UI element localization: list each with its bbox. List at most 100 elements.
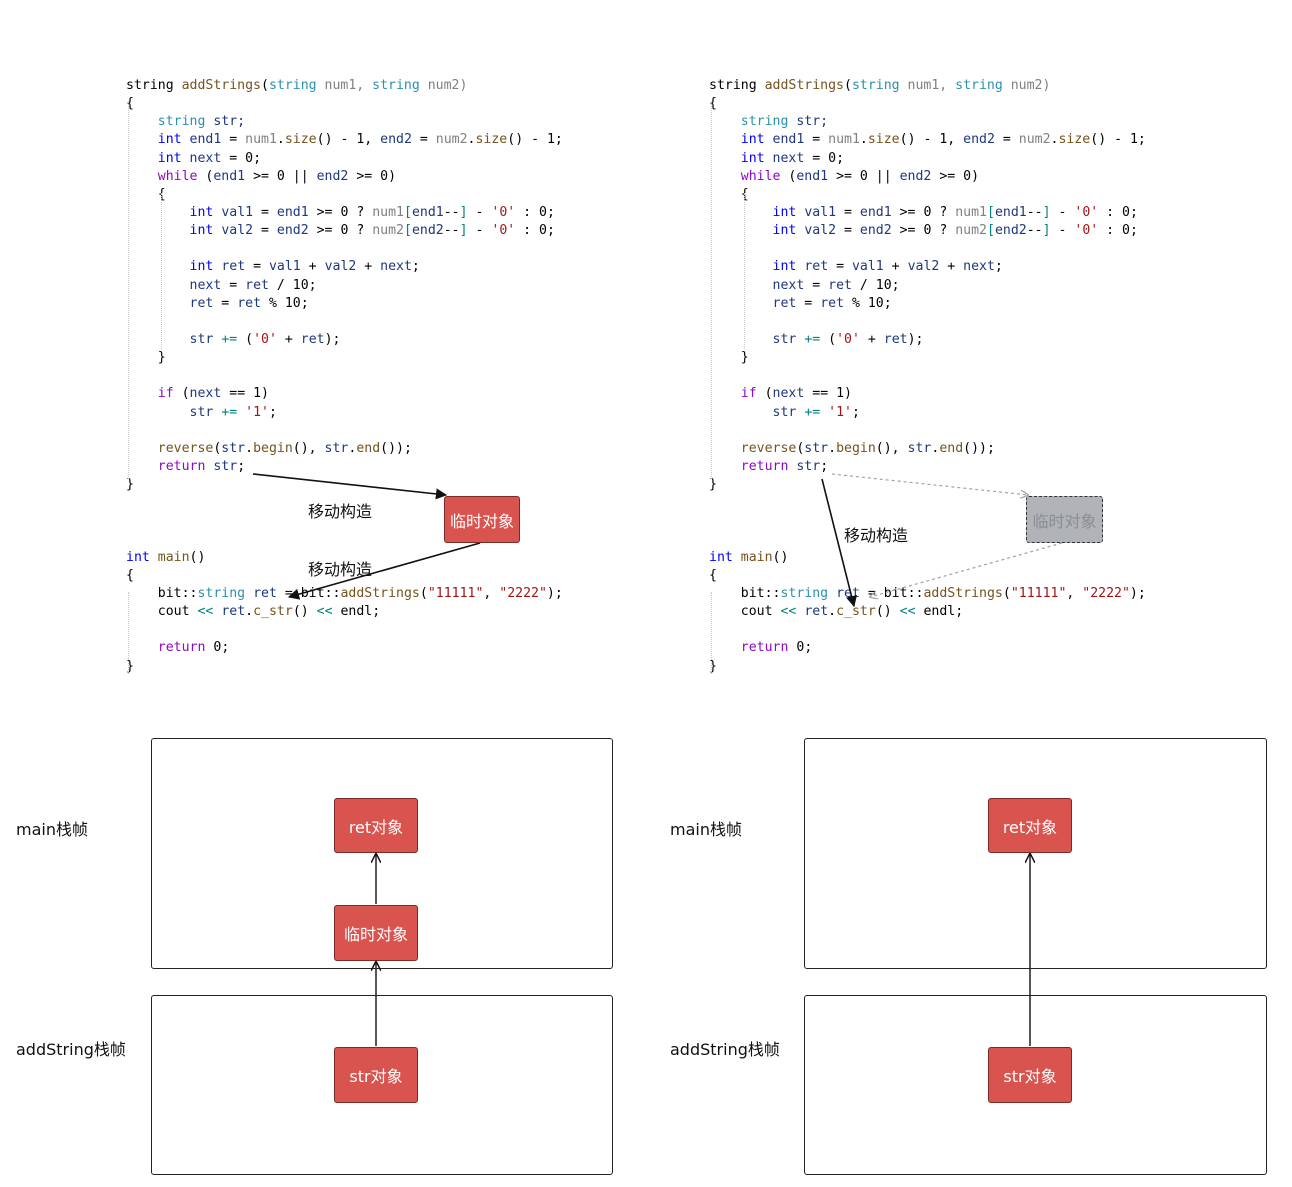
code-token: next xyxy=(772,277,805,293)
code-token: 1 xyxy=(356,132,365,148)
code-token: ret xyxy=(189,295,214,311)
move-arrow-temp-to-ret xyxy=(287,542,481,600)
code-token: 0 xyxy=(923,223,932,239)
code-token: end xyxy=(356,440,381,456)
str-object-box: str对象 xyxy=(334,1047,418,1103)
move-arrow-str-to-temp xyxy=(252,473,448,500)
code-token: size xyxy=(475,132,508,148)
code-token: bit xyxy=(157,585,182,601)
code-token: ret xyxy=(221,259,246,275)
code-token: val1 xyxy=(268,259,301,275)
code-token: val2 xyxy=(907,259,940,275)
code-token: ret xyxy=(828,277,852,293)
str-object-box: str对象 xyxy=(988,1047,1072,1103)
code-token: reverse xyxy=(157,440,214,456)
code-token: num1 xyxy=(955,204,987,220)
code-token: "2222" xyxy=(499,585,547,601)
code-token: end1 xyxy=(189,132,222,148)
code-token: string xyxy=(780,585,829,601)
code-line: } xyxy=(126,658,134,674)
code-token: next xyxy=(772,150,805,166)
move-construct-label: 移动构造 xyxy=(308,502,373,521)
code-token: 0 xyxy=(963,168,972,184)
code-block-left: string addStrings(string num1, string nu… xyxy=(126,77,563,676)
code-token: 0 xyxy=(539,204,547,220)
code-token: end2 xyxy=(411,223,444,239)
code-token: int xyxy=(126,549,150,565)
code-token: end1 xyxy=(994,204,1027,220)
code-token: ret xyxy=(804,604,829,620)
code-token: 1 xyxy=(253,386,262,402)
code-token: ret xyxy=(253,585,277,601)
code-token: val1 xyxy=(804,204,837,220)
code-token: 0 xyxy=(340,204,349,220)
code-token: '1' xyxy=(828,404,852,420)
code-token: '0' xyxy=(491,223,516,239)
code-token: int xyxy=(772,259,797,275)
code-token: int xyxy=(189,204,214,220)
code-token: begin xyxy=(253,440,293,456)
main-frame-label: main栈帧 xyxy=(670,820,742,839)
code-token: string xyxy=(157,114,206,130)
code-token: end2 xyxy=(380,132,412,148)
code-token: str xyxy=(221,440,246,456)
code-token: str xyxy=(324,440,349,456)
code-token: end2 xyxy=(994,223,1027,239)
code-token: int xyxy=(157,132,182,148)
indent-guide xyxy=(711,101,712,479)
code-token: str; xyxy=(788,114,829,130)
code-token: ret xyxy=(820,295,845,311)
move-arrow-str-to-ret xyxy=(821,478,857,608)
code-token: num1, xyxy=(899,78,956,93)
code-token: } xyxy=(740,350,749,366)
code-token: end2 xyxy=(276,223,309,239)
code-line: } xyxy=(709,658,717,674)
code-token: string xyxy=(955,78,1003,93)
code-token: num1 xyxy=(828,132,860,148)
code-token: 0 xyxy=(380,168,389,184)
code-token: str xyxy=(907,440,932,456)
code-token: 10 xyxy=(875,277,892,293)
code-token: addStrings xyxy=(181,78,261,93)
code-token: bit xyxy=(300,585,325,601)
code-line: { xyxy=(126,567,134,583)
code-token: int xyxy=(740,150,765,166)
code-token: cout xyxy=(740,604,773,620)
code-token: ret xyxy=(772,295,797,311)
code-token: main xyxy=(157,549,190,565)
code-token: endl xyxy=(923,604,956,620)
addstring-frame-label: addString栈帧 xyxy=(670,1040,780,1059)
main-stack-frame xyxy=(804,738,1267,969)
code-token: str xyxy=(772,404,797,420)
code-token: str xyxy=(189,331,214,347)
code-token: num2 xyxy=(372,223,404,239)
move-construct-label: 移动构造 xyxy=(308,560,373,579)
main-frame-label: main栈帧 xyxy=(16,820,88,839)
code-token: '0' xyxy=(253,331,277,347)
move-construct-label: 移动构造 xyxy=(844,526,909,545)
indent-guide xyxy=(744,193,745,349)
code-line: { xyxy=(126,96,134,112)
code-token: 0 xyxy=(796,640,805,656)
code-block-right: string addStrings(string num1, string nu… xyxy=(709,77,1146,676)
code-line: } xyxy=(709,477,717,493)
code-token: int xyxy=(740,132,765,148)
code-token: ret xyxy=(237,295,262,311)
indent-guide xyxy=(128,592,129,674)
code-token: if xyxy=(740,386,757,402)
code-token: 0 xyxy=(1122,204,1130,220)
code-token: 0 xyxy=(1122,223,1130,239)
code-token: int xyxy=(772,223,797,239)
code-token: 1 xyxy=(939,132,948,148)
code-token: size xyxy=(1058,132,1091,148)
code-token: ret xyxy=(804,259,829,275)
code-token: "11111" xyxy=(427,585,484,601)
code-token: string xyxy=(709,78,765,93)
code-token: return xyxy=(740,640,789,656)
code-token: end2 xyxy=(316,168,349,184)
code-token: end xyxy=(939,440,964,456)
code-token: endl xyxy=(340,604,373,620)
code-token: ret xyxy=(221,604,246,620)
elided-arrow-str-to-temp xyxy=(831,473,1028,495)
code-token: end1 xyxy=(411,204,444,220)
